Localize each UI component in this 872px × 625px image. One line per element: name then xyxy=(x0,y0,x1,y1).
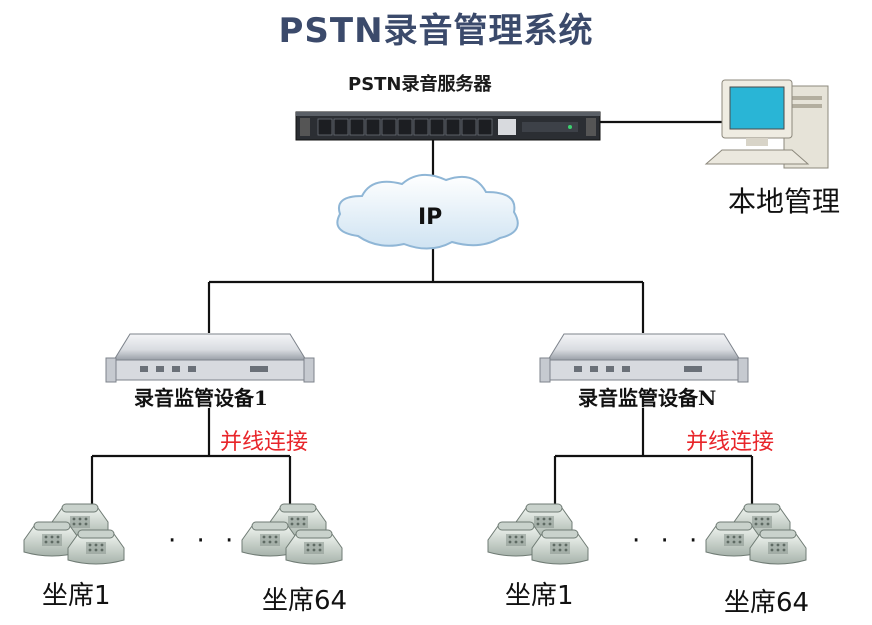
phone-group-icon xyxy=(242,504,342,564)
computer-icon xyxy=(704,79,829,169)
diagram-title: PSTN录音管理系统 xyxy=(278,11,594,51)
ip-cloud-icon xyxy=(336,173,519,250)
phone-group-icon xyxy=(488,504,588,564)
ellipsis: · · · xyxy=(168,526,240,556)
ellipsis: · · · xyxy=(632,526,704,556)
device-1-label: 录音监管设备1 xyxy=(134,386,268,410)
phone-group-icon xyxy=(24,504,124,564)
seat-label: 坐席64 xyxy=(724,588,810,618)
recording-device-n-icon xyxy=(539,333,749,383)
connection-lines xyxy=(90,120,754,505)
seat-label: 坐席1 xyxy=(42,581,111,611)
device-n-label: 录音监管设备N xyxy=(578,386,717,410)
local-admin-label: 本地管理 xyxy=(728,185,841,218)
connection-label: 并线连接 xyxy=(686,430,775,455)
connection-label: 并线连接 xyxy=(220,430,309,455)
recording-device-1-icon xyxy=(105,333,315,383)
seat-label: 坐席1 xyxy=(505,581,574,611)
network-label: IP xyxy=(418,205,443,230)
server-label: PSTN录音服务器 xyxy=(348,74,492,95)
recording-server-icon xyxy=(295,111,601,141)
phone-group-icon xyxy=(706,504,806,564)
seat-label: 坐席64 xyxy=(262,586,348,616)
